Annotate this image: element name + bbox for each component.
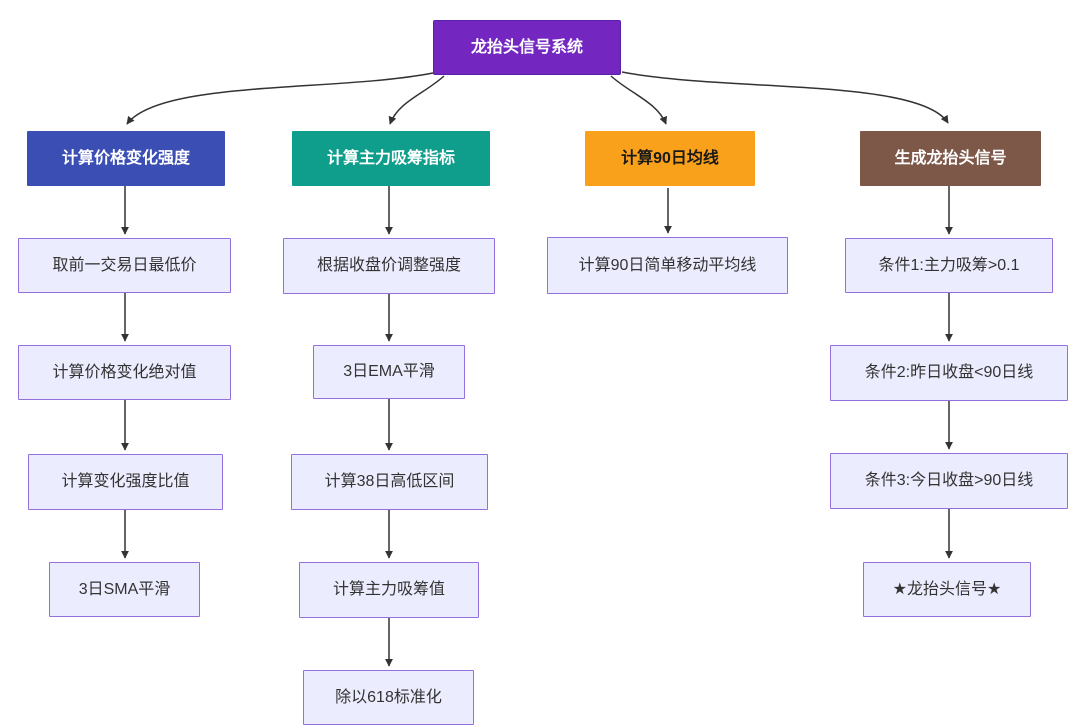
- node-step-dragon-signal: ★龙抬头信号★: [863, 562, 1031, 617]
- node-step-90day-simple-ma: 计算90日简单移动平均线: [547, 237, 788, 294]
- node-header-90day-ma: 计算90日均线: [585, 131, 755, 186]
- node-step-3day-sma: 3日SMA平滑: [49, 562, 200, 617]
- node-step-prev-day-low: 取前一交易日最低价: [18, 238, 231, 293]
- node-step-price-change-abs: 计算价格变化绝对值: [18, 345, 231, 400]
- node-step-normalize-618: 除以618标准化: [303, 670, 474, 725]
- edge-root-to-col4: [621, 71, 949, 124]
- node-root-signal-system: 龙抬头信号系统: [433, 20, 621, 75]
- node-header-price-change-strength: 计算价格变化强度: [27, 131, 225, 186]
- node-header-generate-signal: 生成龙抬头信号: [860, 131, 1041, 186]
- edge-root-to-col1: [126, 72, 434, 125]
- node-step-condition2: 条件2:昨日收盘<90日线: [830, 345, 1068, 401]
- node-step-38day-range: 计算38日高低区间: [291, 454, 488, 510]
- node-step-change-strength-ratio: 计算变化强度比值: [28, 454, 223, 510]
- node-header-main-force-accumulation: 计算主力吸筹指标: [292, 131, 490, 186]
- node-step-3day-ema: 3日EMA平滑: [313, 345, 465, 399]
- node-step-adjust-by-close: 根据收盘价调整强度: [283, 238, 495, 294]
- node-step-condition3: 条件3:今日收盘>90日线: [830, 453, 1068, 509]
- node-step-accumulation-value: 计算主力吸筹值: [299, 562, 479, 618]
- edge-root-to-col3: [610, 75, 667, 125]
- node-step-condition1: 条件1:主力吸筹>0.1: [845, 238, 1053, 293]
- edge-root-to-col2: [388, 75, 445, 125]
